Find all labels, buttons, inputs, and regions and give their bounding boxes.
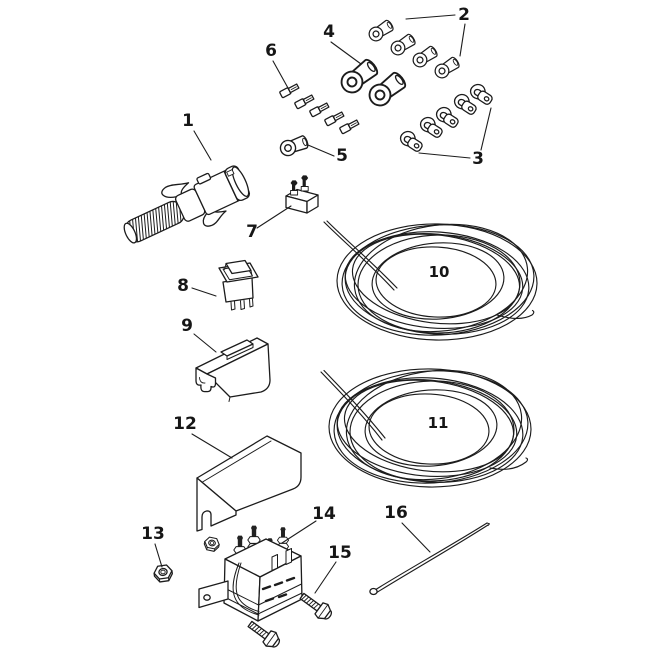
part-rocker-switch <box>218 259 259 311</box>
part-switch-mounting-bracket <box>195 337 271 402</box>
part-ring-terminals-large <box>336 55 410 111</box>
callout-7: 7 <box>246 222 258 242</box>
part-solenoid <box>198 524 303 622</box>
callout-11: 11 <box>428 414 449 432</box>
leader-6 <box>272 60 289 89</box>
callout-leader-lines <box>154 14 492 594</box>
callout-8: 8 <box>177 276 189 296</box>
callout-2: 2 <box>458 5 470 25</box>
callout-14: 14 <box>312 504 336 524</box>
callout-9: 9 <box>181 316 193 336</box>
leader-9 <box>193 333 217 353</box>
leader-14 <box>281 520 317 544</box>
leader-7 <box>256 205 292 229</box>
part-wire-coil-b <box>320 368 532 488</box>
part-cable-tie <box>369 522 490 596</box>
part-circuit-breaker <box>285 175 319 214</box>
callout-13: 13 <box>141 524 165 544</box>
leader-3 <box>418 107 492 159</box>
leader-16 <box>401 522 431 553</box>
callout-3: 3 <box>472 149 484 169</box>
leader-5 <box>307 144 335 157</box>
callout-12: 12 <box>173 414 197 434</box>
part-ring-terminal-set <box>365 17 462 82</box>
part-solenoid-cover <box>196 435 302 532</box>
callout-16: 16 <box>384 503 408 523</box>
leader-13 <box>154 543 163 568</box>
callout-5: 5 <box>336 146 348 166</box>
callout-labels: 1 2 3 4 5 6 7 8 9 10 11 12 13 14 15 16 <box>141 5 484 563</box>
leader-8 <box>191 287 217 297</box>
part-ring-terminal-single <box>277 133 311 159</box>
callout-15: 15 <box>328 543 352 563</box>
callout-1: 1 <box>182 111 194 131</box>
callout-6: 6 <box>265 41 277 61</box>
callout-4: 4 <box>323 22 335 42</box>
part-cable-clamp-set <box>397 81 497 154</box>
callout-10: 10 <box>429 263 450 281</box>
leader-15 <box>314 561 337 594</box>
leader-12 <box>191 433 233 459</box>
part-trailer-connector-plug <box>123 165 251 244</box>
leader-2 <box>405 14 466 57</box>
leader-4 <box>330 41 362 65</box>
leader-1 <box>193 130 212 161</box>
part-wire-coil-a <box>323 220 538 341</box>
